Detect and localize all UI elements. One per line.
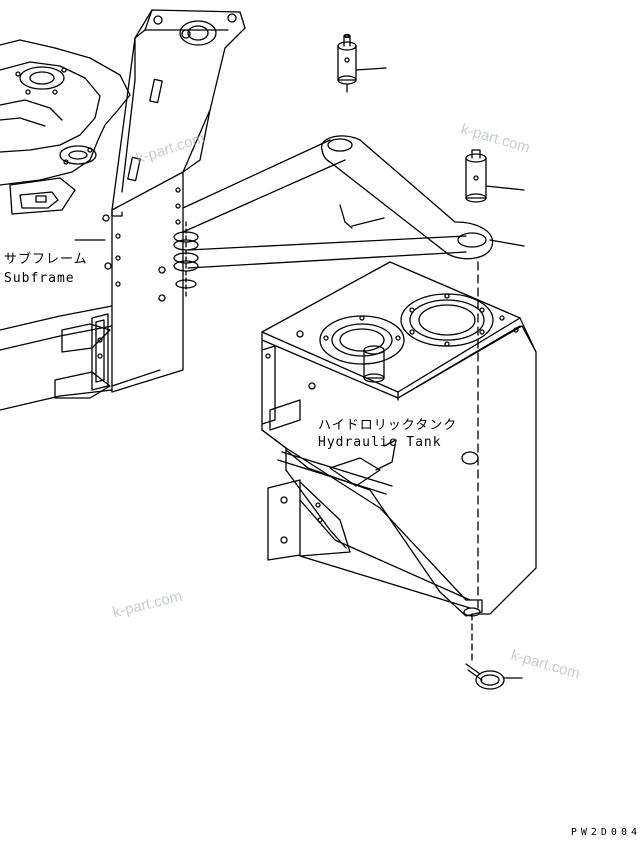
connection-lines: [74, 139, 467, 269]
tank-label-jp: ハイドロリックタンク: [318, 418, 458, 433]
drawing-code: PW2D004: [570, 827, 641, 838]
subframe-label-en: Subframe: [4, 271, 75, 286]
subframe-label-jp: サブフレーム: [4, 252, 88, 267]
subframe-assembly: [0, 9, 246, 411]
link-arm: [321, 135, 494, 260]
tank-label-en: Hydraulic Tank: [318, 435, 442, 450]
pin-top: [337, 33, 387, 93]
pin-right: [465, 149, 525, 247]
tank-label-leader: [375, 439, 397, 471]
hydraulic-tank: [261, 261, 537, 661]
lock-pin-bottom: [465, 663, 523, 690]
